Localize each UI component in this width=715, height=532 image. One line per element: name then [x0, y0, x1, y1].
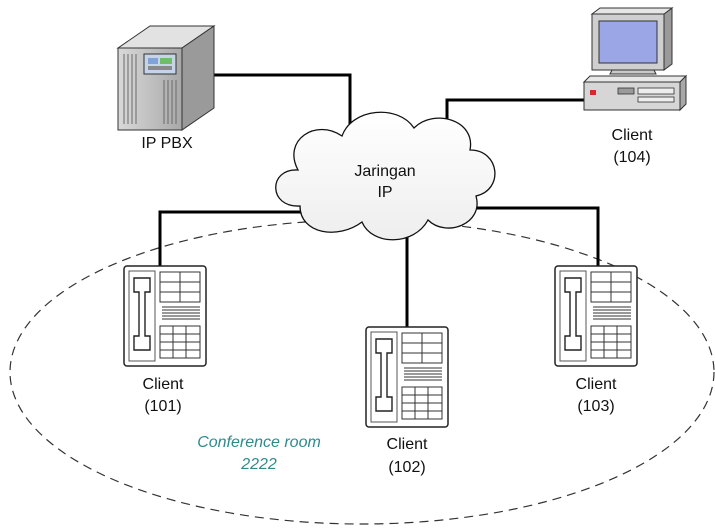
- ip-network-cloud: [275, 111, 496, 241]
- client-103-name: Client: [576, 376, 617, 393]
- client-101-name: Client: [143, 376, 184, 393]
- client-102-name: Client: [387, 436, 428, 453]
- ip-pbx-label: IP PBX: [141, 135, 193, 152]
- link-client-101: [158, 210, 318, 268]
- ip-phone-102-icon: [365, 326, 449, 428]
- conference-room-label-line1: Conference room: [197, 434, 321, 451]
- client-102-extension: (102): [388, 459, 425, 476]
- client-104-extension: (104): [613, 149, 650, 166]
- client-101-extension: (101): [144, 398, 181, 415]
- conference-room-label-line2: 2222: [240, 456, 277, 473]
- computer-icon: [582, 7, 688, 112]
- network-label-line1: Jaringan: [354, 163, 415, 180]
- ip-pbx-server-icon: [116, 25, 216, 131]
- network-label-line2: IP: [377, 184, 392, 201]
- ip-phone-101-icon: [123, 265, 207, 367]
- link-pbx: [212, 73, 352, 140]
- ip-phone-103-icon: [554, 265, 638, 367]
- client-104-name: Client: [612, 127, 653, 144]
- client-103-extension: (103): [577, 398, 614, 415]
- link-client-103: [452, 206, 600, 268]
